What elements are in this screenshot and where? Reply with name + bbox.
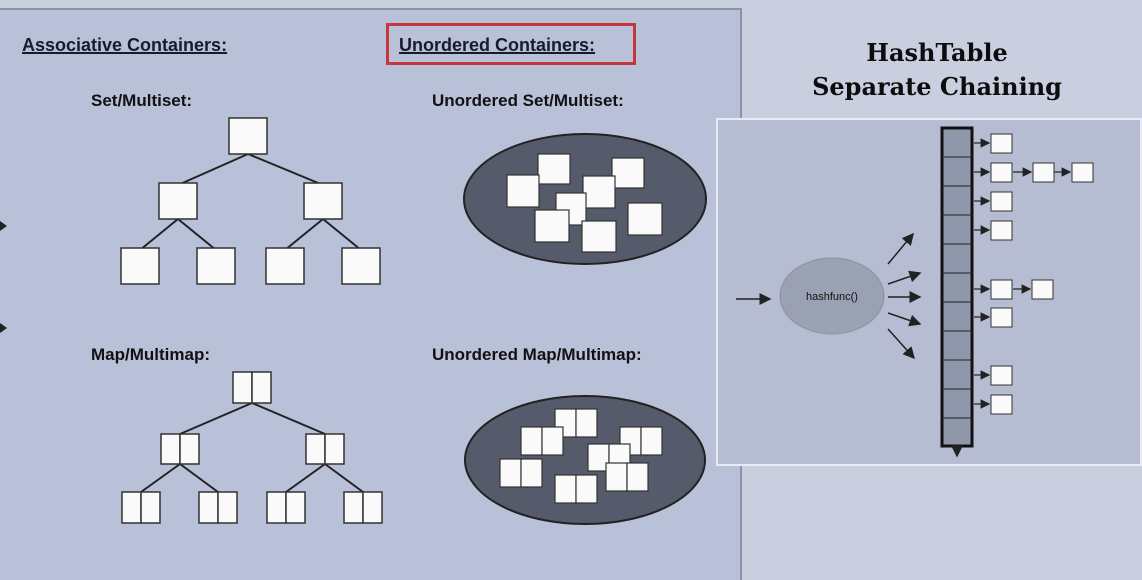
unordered-set-diagram xyxy=(463,133,707,265)
chain-node xyxy=(990,307,1013,328)
chain-node xyxy=(990,279,1013,300)
hashfunc-node xyxy=(779,257,885,335)
chain-node xyxy=(990,365,1013,386)
unordered-set-multiset-label: Unordered Set/Multiset: xyxy=(432,91,624,110)
unordered-containers-heading: Unordered Containers: xyxy=(399,35,596,55)
tree-node xyxy=(303,182,343,220)
hashfunc-label: hashfunc() xyxy=(806,291,858,303)
unordered-map-diagram xyxy=(464,395,706,525)
chain-node xyxy=(990,191,1013,212)
hashtable-diagram: hashfunc() xyxy=(736,126,1094,458)
unordered-map-multimap-label: Unordered Map/Multimap: xyxy=(432,345,642,364)
set-tree-diagram xyxy=(120,117,381,285)
map-tree-diagram xyxy=(121,371,383,524)
tree-node xyxy=(120,247,160,285)
tree-node xyxy=(196,247,236,285)
bucket-array xyxy=(940,126,974,448)
chain-node xyxy=(1031,279,1054,300)
associative-containers-heading: Associative Containers: xyxy=(22,35,228,55)
hashtable-title: HashTable xyxy=(866,38,1008,67)
highlight-box xyxy=(386,23,636,65)
set-multiset-label: Set/Multiset: xyxy=(91,91,193,110)
chain-node xyxy=(1032,162,1055,183)
tree-node xyxy=(228,117,268,155)
edge-arrow-icon xyxy=(0,221,7,231)
tree-node xyxy=(341,247,381,285)
tree-node xyxy=(265,247,305,285)
map-multimap-label: Map/Multimap: xyxy=(91,345,210,364)
chain-node xyxy=(1071,162,1094,183)
tree-node xyxy=(158,182,198,220)
chain-node xyxy=(990,220,1013,241)
separate-chaining-title: Separate Chaining xyxy=(812,72,1062,101)
edge-arrow-icon xyxy=(0,323,7,333)
chain-node xyxy=(990,133,1013,154)
chain-node xyxy=(990,162,1013,183)
chain-node xyxy=(990,394,1013,415)
